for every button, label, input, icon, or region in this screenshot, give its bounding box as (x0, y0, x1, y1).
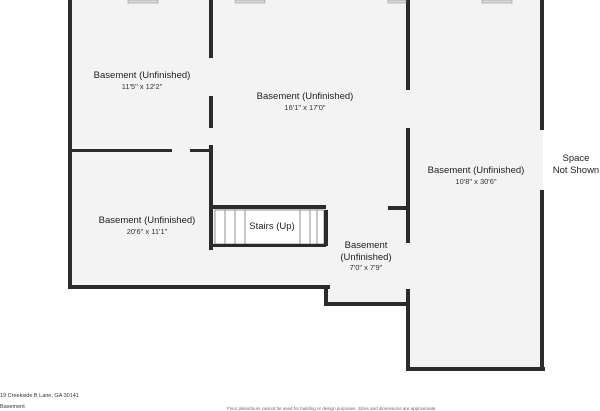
room-name-basement-small-line2: (Unfinished) (340, 252, 391, 263)
footer-floor-name: Basement (0, 404, 25, 410)
room-dims-basement-east: 10'8" x 30'6" (455, 177, 496, 186)
room-dims-basement-nw: 11'5" x 12'2" (122, 82, 163, 91)
room-name-basement-small-line1: Basement (345, 240, 388, 251)
room-dims-basement-small: 7'0" x 7'9" (350, 263, 383, 272)
stairs-label: Stairs (Up) (249, 221, 294, 232)
windows (127, 0, 513, 4)
footer-disclaimer: Floor plans/tours cannot be used for bui… (227, 406, 436, 411)
room-dims-basement-sw: 20'6" x 11'1" (127, 227, 168, 236)
space-not-shown-line1: Space (563, 153, 590, 164)
room-name-basement-center: Basement (Unfinished) (257, 91, 354, 102)
space-not-shown-line2: Not Shown (553, 165, 599, 176)
footer-address: 19 Creekside B Lane, GA 30141 (0, 393, 79, 399)
room-dims-basement-center: 16'1" x 17'0" (284, 103, 325, 112)
walls (68, 0, 545, 371)
room-name-basement-sw: Basement (Unfinished) (99, 215, 196, 226)
room-name-basement-nw: Basement (Unfinished) (94, 70, 191, 81)
room-name-basement-east: Basement (Unfinished) (428, 165, 525, 176)
